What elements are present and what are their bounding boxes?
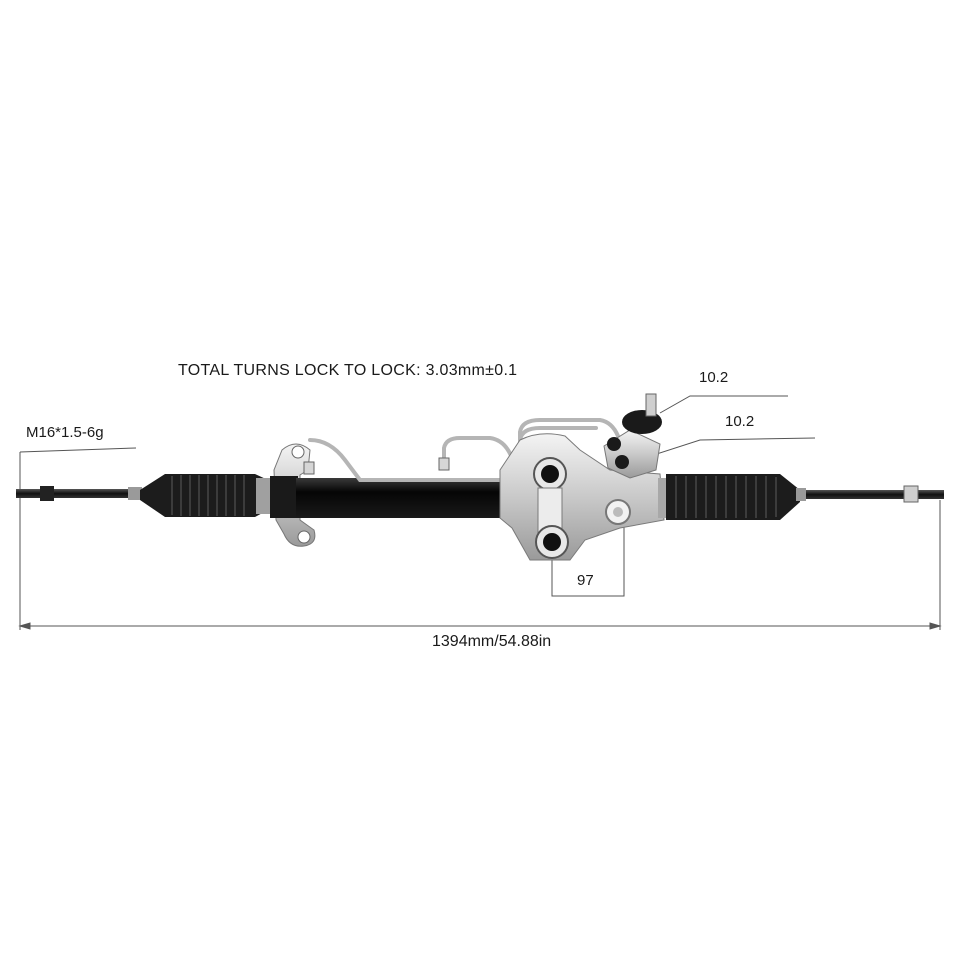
left-tie-rod xyxy=(16,486,142,501)
dimension-upper-label: 10.2 xyxy=(699,369,729,386)
dimension-lines xyxy=(18,395,942,630)
dimension-lower-label: 10.2 xyxy=(725,413,755,430)
left-bellows-boot xyxy=(140,474,270,517)
overall-length-label: 1394mm/54.88in xyxy=(432,633,552,650)
valve-housing xyxy=(499,433,665,561)
pinion-input-shaft xyxy=(603,393,662,479)
rack-tube xyxy=(296,478,510,518)
right-bellows-boot xyxy=(658,474,800,520)
left-mount-bracket xyxy=(270,443,316,547)
thread-spec-label: M16*1.5-6g xyxy=(26,424,104,441)
total-turns-label: TOTAL TURNS LOCK TO LOCK: 3.03mm±0.1 xyxy=(178,362,518,379)
right-tie-rod xyxy=(796,485,944,503)
mount-spacing-label: 97 xyxy=(577,572,594,589)
